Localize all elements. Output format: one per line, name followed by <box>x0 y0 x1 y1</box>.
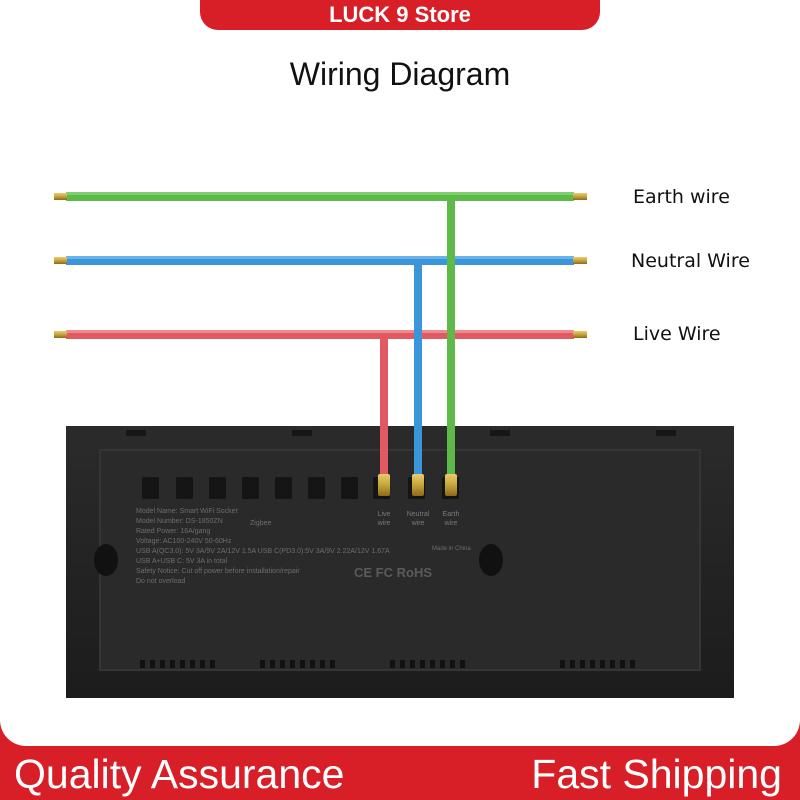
live-drop-wire <box>378 336 390 496</box>
certification-marks: CE FC RoHS <box>354 565 432 580</box>
zigbee-label: Zigbee <box>250 520 272 527</box>
label-line: Do not overload <box>136 578 186 585</box>
terminal-label-live-2: wire <box>377 520 391 527</box>
product-card: Model Name: Smart WiFi Socket Model Numb… <box>0 0 800 746</box>
terminal-label-earth: Earth <box>443 511 460 518</box>
label-line: Voltage: AC100-240V 50-60Hz <box>136 538 232 545</box>
store-name: LUCK 9 Store <box>329 2 471 27</box>
neutral-wire <box>54 256 587 265</box>
quality-assurance-banner: Quality Assurance <box>14 751 345 797</box>
wiring-diagram: Model Name: Smart WiFi Socket Model Numb… <box>54 192 734 698</box>
terminal-label-neutral-2: wire <box>411 520 425 527</box>
neutral-drop-wire <box>412 262 424 496</box>
socket-back-panel: Model Name: Smart WiFi Socket Model Numb… <box>66 426 734 698</box>
label-line: USB A+USB C: 5V 3A in total <box>136 558 228 565</box>
neutral-wire-label: Neutral Wire <box>631 250 750 272</box>
terminal-label-live: Live <box>378 511 391 518</box>
made-in-label: Made in China <box>432 546 471 552</box>
earth-wire <box>54 192 587 201</box>
product-label: Model Name: Smart WiFi Socket Model Numb… <box>136 508 471 585</box>
fast-shipping-banner: Fast Shipping <box>531 751 782 797</box>
label-line: Model Number: DS-1850ZN <box>136 518 223 525</box>
store-badge: LUCK 9 Store <box>200 0 600 30</box>
earth-wire-label: Earth wire <box>633 186 730 208</box>
label-line: USB A(QC3.0): 5V 3A/9V 2A/12V 1.5A USB C… <box>136 548 390 555</box>
live-wire-label: Live Wire <box>633 323 721 345</box>
earth-drop-wire <box>445 198 457 496</box>
diagram-title: Wiring Diagram <box>289 56 511 92</box>
terminal-label-earth-2: wire <box>444 520 458 527</box>
live-wire <box>54 330 587 339</box>
label-line: Safety Notice: Cut off power before inst… <box>136 568 300 575</box>
label-line: Model Name: Smart WiFi Socket <box>136 508 238 515</box>
terminal-label-neutral: Neutral <box>407 511 430 518</box>
label-line: Rated Power: 16A/gang <box>136 528 210 535</box>
